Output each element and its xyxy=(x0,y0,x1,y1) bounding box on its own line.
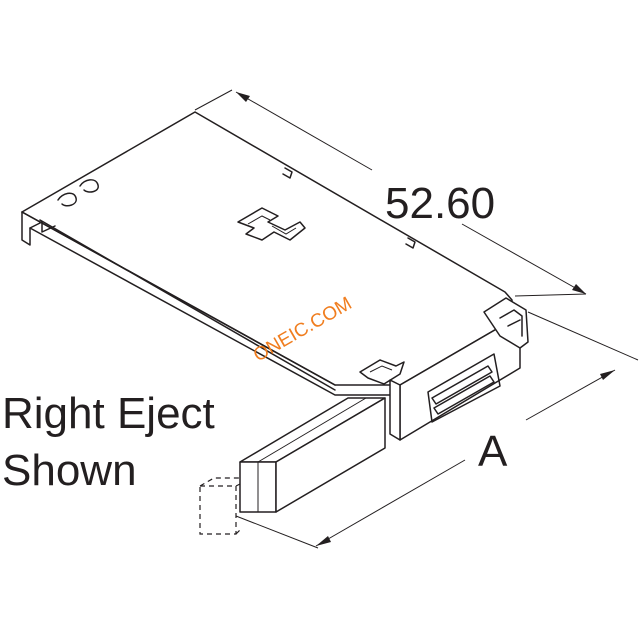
dim-a-line-lower xyxy=(315,459,466,547)
left-slot-2 xyxy=(79,179,99,193)
dim-52-arrow-right xyxy=(572,284,586,294)
center-latch-inner xyxy=(247,215,297,235)
eject-rod-side xyxy=(275,397,386,513)
connector-slot-frame xyxy=(427,353,501,423)
top-notch-1 xyxy=(282,167,293,179)
card-front-edge xyxy=(21,211,336,386)
caption-line-2: Shown xyxy=(2,446,137,495)
connector-slot-window xyxy=(431,365,493,405)
connector-slot-window-2 xyxy=(433,375,495,415)
dim-52-label: 52.60 xyxy=(385,179,495,228)
dim-52-line-lower xyxy=(461,223,587,295)
lower-latch-inner xyxy=(369,365,393,373)
card-side-thickness xyxy=(39,219,336,391)
dim-52-extension-right xyxy=(514,293,587,297)
dim-a-arrow-left xyxy=(316,536,331,546)
dim-a-arrow-right xyxy=(600,370,615,380)
eject-rod-groove xyxy=(257,397,367,512)
dim-52-arrow-left xyxy=(236,92,250,102)
eject-rod-extended xyxy=(199,477,241,535)
dim-a-extension-left xyxy=(235,515,319,549)
center-latch-cutout xyxy=(237,207,306,241)
lower-latch-cutout xyxy=(359,359,405,385)
eject-housing xyxy=(483,297,529,349)
dim-a-line-upper xyxy=(525,369,616,421)
dim-a-extension-right xyxy=(527,311,639,361)
dim-a-label: A xyxy=(478,427,508,476)
eject-housing-detail xyxy=(499,309,523,337)
card-left-edge xyxy=(29,227,403,396)
left-slot-1 xyxy=(57,192,77,207)
caption-line-1: Right Eject xyxy=(2,389,215,438)
dim-52-extension-left xyxy=(194,89,233,111)
dim-52-line-upper xyxy=(235,91,373,171)
top-notch-2 xyxy=(405,237,416,249)
connector-block-front xyxy=(389,379,401,441)
